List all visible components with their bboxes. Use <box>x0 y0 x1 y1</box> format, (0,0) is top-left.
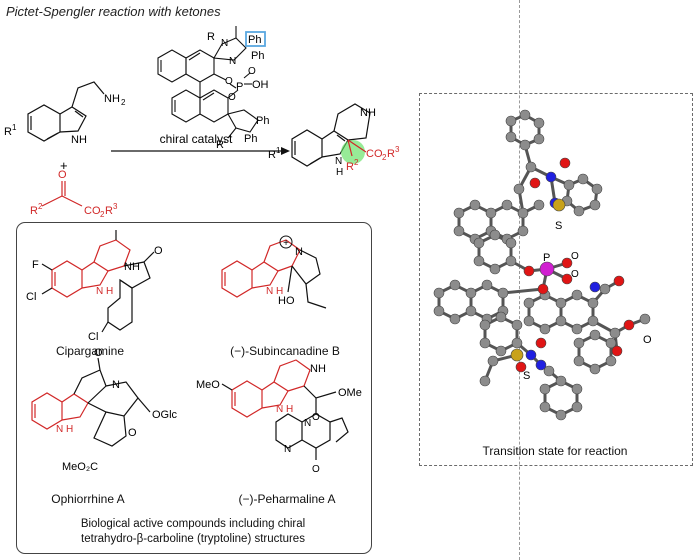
plus-sign: + <box>60 158 68 173</box>
compound-name-ophiorrhine: Ophiorrhine A <box>51 492 125 506</box>
prod-r1-sup: 1 <box>276 146 281 155</box>
cat-o1: O <box>225 76 233 87</box>
ts-atoms <box>433 109 651 421</box>
co2r3-sup: 3 <box>113 202 118 211</box>
prod-r2-sup: 2 <box>354 158 359 167</box>
peh-n3: N <box>284 444 291 455</box>
peh-h: H <box>286 404 293 415</box>
co2r3-r: R <box>105 205 113 217</box>
compounds-caption: Biological active compounds including ch… <box>16 517 370 547</box>
r1-sup: 1 <box>12 123 17 132</box>
compound-structures: F Cl Cl NH N H O + N N H HO <box>26 230 362 475</box>
ts-label-p: P <box>543 252 550 264</box>
stereocenter-highlight <box>341 140 365 164</box>
prod-co2r3-sup: 3 <box>395 145 400 154</box>
peh-nh: NH <box>310 363 326 375</box>
peh-ome: OMe <box>338 387 362 399</box>
cat-oh: OH <box>252 79 269 91</box>
r2-sup: 2 <box>38 202 43 211</box>
cip-n: N <box>96 286 103 297</box>
cat-ph2: Ph <box>251 50 264 62</box>
cat-eq-o: O <box>248 66 256 77</box>
peh-meo: MeO <box>196 379 220 391</box>
r2-label: R <box>30 205 38 217</box>
sub-plus: + <box>283 238 289 249</box>
oph-h: H <box>66 424 73 435</box>
compound-name-subincanadine: (−)-Subincanadine B <box>230 344 340 358</box>
prod-indole-h: H <box>336 167 343 178</box>
r1-label: R <box>4 126 12 138</box>
co2r3-sub: 2 <box>100 210 105 219</box>
peh-n: N <box>276 404 283 415</box>
ophiorrhine-structure: O N N H OGlc O MeO₂C <box>31 347 178 473</box>
oph-o: O <box>94 347 103 359</box>
ts-label-s-top: S <box>555 220 562 232</box>
compound-name-peharmaline: (−)-Peharmaline A <box>238 492 336 506</box>
reaction-scheme: R 1 NH 2 NH + O R 2 CO 2 R 3 <box>4 26 400 219</box>
peh-o2: O <box>312 464 320 475</box>
oph-n-ring: N <box>56 424 63 435</box>
prod-nh: NH <box>360 107 376 119</box>
cip-f: F <box>32 259 39 271</box>
nh2-sub: 2 <box>121 98 126 107</box>
cat-p: P <box>236 81 243 93</box>
highlight-box <box>245 31 266 47</box>
prod-r2: R <box>346 161 354 173</box>
sub-ho: HO <box>278 295 295 307</box>
cat-ph4: Ph <box>244 133 257 145</box>
subincanadine-structure: + N N H HO <box>221 235 327 309</box>
indole-nh-label: NH <box>71 134 87 146</box>
sub-h: H <box>276 286 283 297</box>
oph-o-ring: O <box>128 427 137 439</box>
sub-nplus: N <box>295 246 303 258</box>
cat-ph3: Ph <box>256 115 269 127</box>
caption-line-2: tetrahydro-β-carboline (tryptoline) stru… <box>81 533 305 545</box>
peh-n2: N <box>304 418 311 429</box>
ts-label-s-bottom: S <box>523 370 530 382</box>
prod-r1: R <box>268 149 276 161</box>
arrow-label: chiral catalyst <box>160 132 233 146</box>
transition-state-frame <box>419 93 693 466</box>
caption-line-1: Biological active compounds including ch… <box>80 518 306 530</box>
keto-o-label: O <box>58 169 67 181</box>
divider-dashed-line <box>519 0 520 560</box>
cat-r-bottom: R' <box>216 139 226 151</box>
peharmaline-structure: NH OMe O MeO N H N N O <box>196 359 362 475</box>
peh-o: O <box>312 412 320 423</box>
oph-n: N <box>112 379 120 391</box>
nh2-label: NH <box>104 93 120 105</box>
cip-cl1: Cl <box>26 291 36 303</box>
prod-co2r3-r: R <box>387 148 395 160</box>
cat-ph-boxed: Ph <box>248 34 261 46</box>
oph-meo2c: MeO₂C <box>62 461 98 473</box>
ts-label-o-right: O <box>643 334 652 346</box>
co2r3-label: CO <box>84 205 101 217</box>
transition-state-caption: Transition state for reaction <box>482 444 628 458</box>
prod-indole-n: N <box>335 156 342 167</box>
cip-cl2: Cl <box>88 331 98 343</box>
transition-state-model: S P O O O S <box>433 109 652 421</box>
cipargamine-structure: F Cl Cl NH N H O <box>26 230 163 343</box>
ts-label-o2: O <box>571 269 579 280</box>
cat-n1: N <box>221 38 228 49</box>
sub-n: N <box>266 286 273 297</box>
cip-h: H <box>106 286 113 297</box>
cat-n2: N <box>229 56 236 67</box>
prod-co2r3-sub: 2 <box>382 153 387 162</box>
cip-o: O <box>154 245 163 257</box>
cat-r-top: R <box>207 31 215 43</box>
reaction-title: Pictet-Spengler reaction with ketones <box>6 4 221 19</box>
bioactive-compounds-panel <box>16 222 372 554</box>
compound-name-cipargamine: Cipargamine <box>55 344 125 358</box>
cat-o2: O <box>228 92 236 103</box>
oph-oglc: OGlc <box>152 409 178 421</box>
prod-co2r3: CO <box>366 148 383 160</box>
cip-nh: NH <box>124 261 140 273</box>
ts-label-o1: O <box>571 251 579 262</box>
